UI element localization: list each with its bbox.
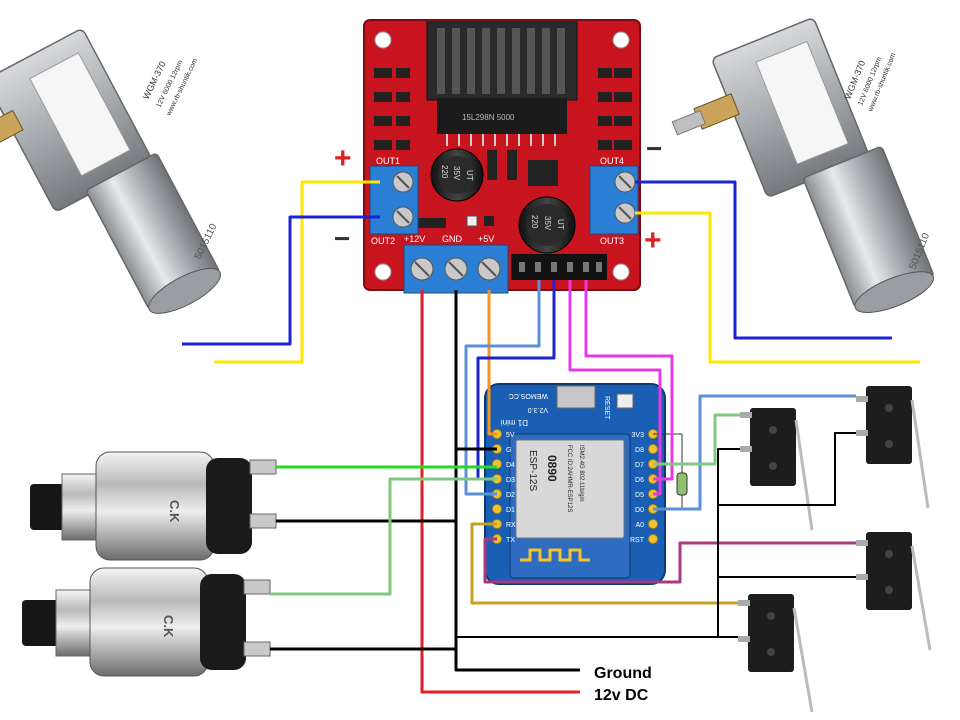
- wire-ground-black: [454, 290, 580, 672]
- pin-3v3: 3V3: [632, 432, 645, 439]
- capacitor-right: UT 35V 220: [518, 196, 576, 254]
- wire-switch-purple: [483, 537, 856, 584]
- cap-right-text-3: 220: [530, 215, 539, 229]
- label-12v: +12V: [404, 234, 425, 244]
- wire-in-magenta-2: [584, 280, 674, 481]
- wemos-d1-mini: RESET WEMOS.CC V2.3.0 D1 mini ESP-12S 08…: [484, 383, 666, 585]
- terminal-out1-out2: [369, 165, 419, 235]
- pin-rst: RST: [630, 537, 645, 544]
- label-out1: OUT1: [376, 156, 400, 166]
- esp-model-code: ISM2.4G 802.11b/g/n: [578, 445, 584, 502]
- wire-switch-ground-a: [456, 448, 740, 638]
- label-out3: OUT3: [600, 236, 624, 246]
- plus-left: +: [334, 142, 352, 175]
- limit-switch-3: [856, 532, 932, 651]
- wire-motor-right-blue: [635, 180, 892, 340]
- esp-chip-name: ESP-12S: [527, 450, 538, 491]
- ground-label: Ground: [594, 665, 652, 682]
- wire-in-magenta-1: [568, 280, 662, 496]
- label-5v: +5V: [478, 234, 494, 244]
- l298n-driver-board: 15L298N 5000 UT 35V 220: [363, 19, 641, 294]
- cap-right-text-1: UT: [556, 219, 565, 230]
- esp-brand: WEMOS.CC: [509, 392, 548, 399]
- label-gnd: GND: [442, 234, 463, 244]
- button-bottom-text: C.K: [161, 615, 176, 638]
- cap-left-text-1: UT: [465, 170, 474, 181]
- capacitor-left: UT 35V 220: [430, 148, 484, 202]
- wire-switch-ground-b: [718, 432, 856, 506]
- button-top-text: C.K: [167, 500, 182, 523]
- wire-5v-orange: [487, 290, 497, 436]
- pin-5v: 5V: [506, 432, 515, 439]
- pin-d3: D3: [506, 477, 515, 484]
- esp-fcc: FCC ID:2AHMR-ESP12S: [566, 445, 572, 512]
- wire-motor-right-yellow: [635, 211, 920, 364]
- pin-rx: RX: [506, 522, 516, 529]
- push-button-top: C.K: [30, 451, 277, 561]
- resistor: [653, 433, 688, 510]
- cap-left-text-3: 220: [440, 165, 449, 179]
- esp-model: D1 mini: [501, 418, 528, 427]
- pin-g: G: [506, 447, 511, 454]
- wire-12v-red: [420, 290, 580, 694]
- pin-d2: D2: [506, 492, 515, 499]
- power-label: 12v DC: [594, 687, 649, 704]
- label-out4: OUT4: [600, 156, 624, 166]
- pin-d5: D5: [635, 492, 644, 499]
- motor-right: WGM-370 12V 6000 12rpm www.rb-shuntik.co…: [671, 18, 934, 314]
- limit-switch-1: [740, 408, 814, 531]
- push-button-bottom: C.K: [22, 567, 271, 677]
- esp-right-pin-labels: 3V3 D8 D7 D6 D5 D0 A0 RST: [630, 432, 645, 544]
- pin-d6: D6: [635, 477, 644, 484]
- limit-switch-2: [856, 386, 930, 509]
- wire-motor-left-yellow: [214, 180, 380, 364]
- pin-d0: D0: [635, 507, 644, 514]
- minus-right: −: [646, 133, 662, 164]
- pin-d7: D7: [635, 462, 644, 469]
- pin-a0: A0: [635, 522, 644, 529]
- plus-right: +: [644, 224, 662, 257]
- esp-chip-code: 0890: [545, 455, 559, 482]
- wire-in-lightblue: [464, 280, 541, 496]
- pin-tx: TX: [506, 537, 515, 544]
- terminal-out3-out4: [589, 165, 639, 235]
- terminal-power: [403, 244, 509, 294]
- pin-d8: D8: [635, 447, 644, 454]
- cap-right-text-2: 35V: [543, 216, 552, 231]
- driver-chip-text: 15L298N 5000: [462, 113, 515, 122]
- wire-button-bottom-lightgreen: [270, 477, 497, 596]
- pin-d4: D4: [506, 462, 515, 469]
- wire-switch-gold: [470, 522, 738, 605]
- esp-reset-label: RESET: [603, 396, 610, 420]
- limit-switch-4: [738, 594, 814, 713]
- cap-left-text-2: 35V: [452, 166, 461, 181]
- minus-left: −: [334, 223, 350, 254]
- wire-switch-lightblue: [653, 394, 856, 511]
- wires: [182, 180, 920, 694]
- wire-motor-left-blue: [182, 215, 380, 346]
- esp-version: V2.3.0: [528, 406, 548, 413]
- motor-left: WGM-370 12V 6000 12rpm www.rb-shuntik.co…: [0, 29, 222, 314]
- esp-left-pin-labels: 5V G D4 D3 D2 D1 RX TX: [506, 432, 516, 544]
- label-out2: OUT2: [371, 236, 395, 246]
- pin-d1: D1: [506, 507, 515, 514]
- wire-switch-lightgreen: [653, 413, 740, 466]
